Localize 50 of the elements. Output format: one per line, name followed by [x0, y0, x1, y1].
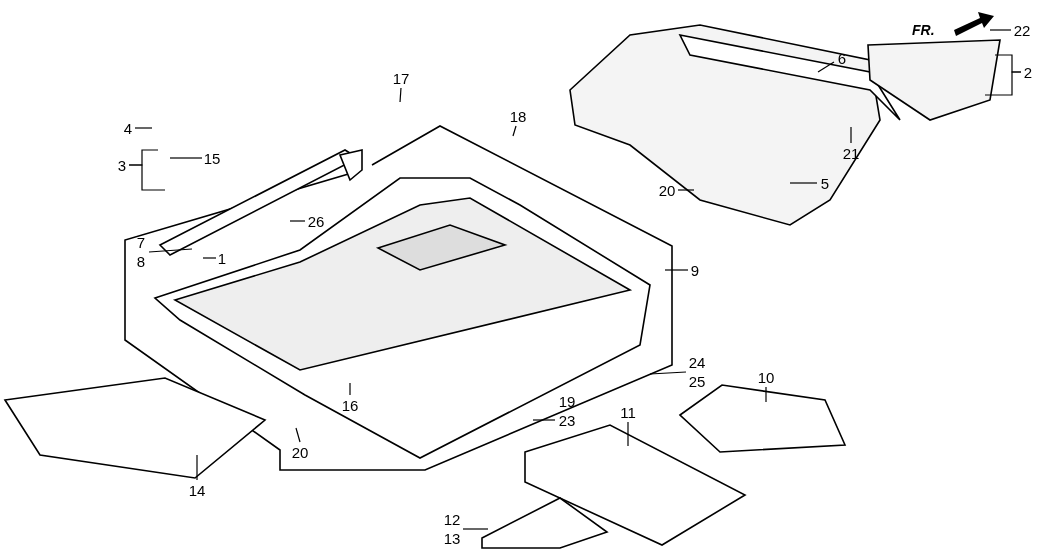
leader-line [399, 87, 402, 103]
leader-line [989, 29, 1012, 31]
callout-number: 19 [558, 392, 576, 411]
callout-number: 2 [1023, 62, 1033, 82]
callout-number: 10 [757, 367, 775, 387]
callout-number: 12 [443, 510, 461, 529]
callout-number: 4 [123, 118, 133, 138]
leader-line [134, 127, 153, 129]
leader-line [850, 126, 852, 144]
leader-line [512, 125, 517, 137]
callout-number: 13 [443, 529, 461, 548]
leader-line [649, 371, 687, 375]
callout-number: 5 [820, 173, 830, 193]
callout-number: 26 [307, 211, 325, 231]
callout-number: 11 [620, 402, 636, 422]
callout-number: 18 [509, 106, 527, 126]
callout-number: 15 [203, 148, 221, 168]
leader-line [627, 421, 629, 447]
leader-line [817, 61, 835, 73]
callout-number: 1 [217, 248, 227, 268]
leader-line [196, 454, 198, 481]
callout-number: 24 [688, 353, 706, 372]
callout-number: 14 [188, 480, 206, 500]
leader-line [349, 382, 351, 396]
leader-line [532, 419, 556, 421]
callout-number: 20 [291, 442, 309, 462]
leader-line [148, 248, 193, 253]
callout-number: 22 [1013, 20, 1031, 40]
leader-line [289, 220, 306, 222]
leader-line [664, 269, 689, 271]
front-direction-label: FR. [912, 22, 935, 38]
leader-line [128, 164, 166, 191]
callout-number: 8 [136, 252, 146, 271]
leader-line [789, 182, 818, 184]
leader-line [295, 427, 301, 443]
leader-line [984, 71, 1022, 96]
leader-line [169, 157, 203, 159]
callout-number: 7 [136, 233, 146, 252]
leader-line [462, 528, 489, 530]
leader-line [202, 257, 217, 259]
callout-number: 25 [688, 372, 706, 391]
callout-number: 16 [341, 395, 359, 415]
callout-number: 23 [558, 411, 576, 430]
callout-number: 3 [117, 155, 127, 175]
leader-line [765, 386, 767, 403]
callout-number: 21 [842, 143, 860, 163]
callout-number: 17 [392, 68, 410, 88]
leader-line [677, 189, 695, 191]
callout-number: 9 [690, 260, 700, 280]
callout-number: 20 [658, 180, 676, 200]
